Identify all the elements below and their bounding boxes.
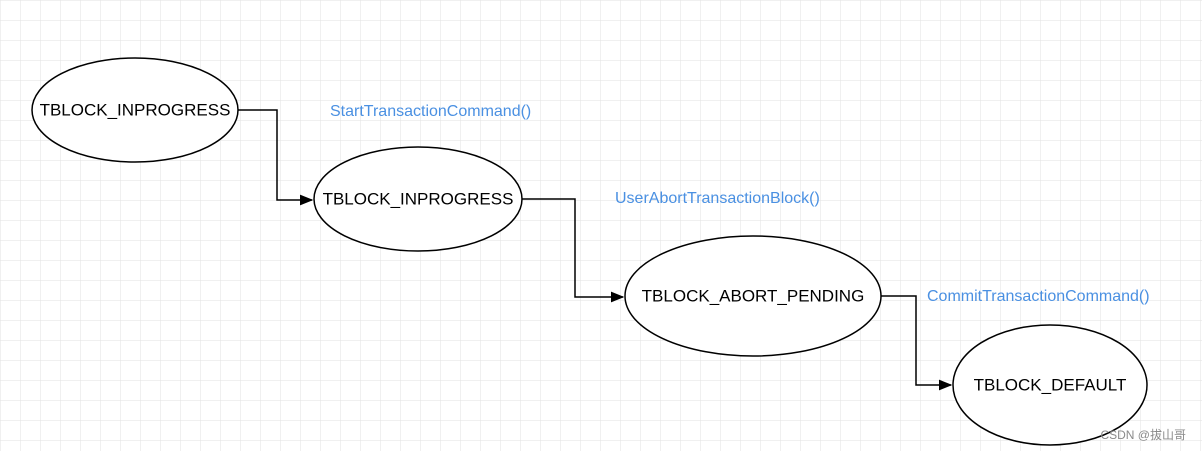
edge-label-commit-transaction: CommitTransactionCommand() <box>927 288 1150 305</box>
edge-commit-transaction <box>881 295 953 391</box>
edge-label-start-transaction: StartTransactionCommand() <box>330 103 531 120</box>
edge-label-user-abort: UserAbortTransactionBlock() <box>615 190 820 207</box>
state-label: TBLOCK_DEFAULT <box>974 376 1127 395</box>
state-label: TBLOCK_INPROGRESS <box>323 190 514 209</box>
state-node-abort-pending[interactable]: TBLOCK_ABORT_PENDING <box>624 235 882 357</box>
state-label: TBLOCK_INPROGRESS <box>40 101 231 120</box>
csdn-watermark: CSDN @拔山哥 <box>1100 427 1186 442</box>
edge-user-abort <box>522 198 625 303</box>
edge-start-transaction <box>238 109 314 206</box>
state-node-inprogress-1[interactable]: TBLOCK_INPROGRESS <box>31 57 239 163</box>
state-label: TBLOCK_ABORT_PENDING <box>642 287 865 306</box>
state-node-default[interactable]: TBLOCK_DEFAULT <box>952 324 1148 446</box>
state-node-inprogress-2[interactable]: TBLOCK_INPROGRESS <box>313 146 523 252</box>
